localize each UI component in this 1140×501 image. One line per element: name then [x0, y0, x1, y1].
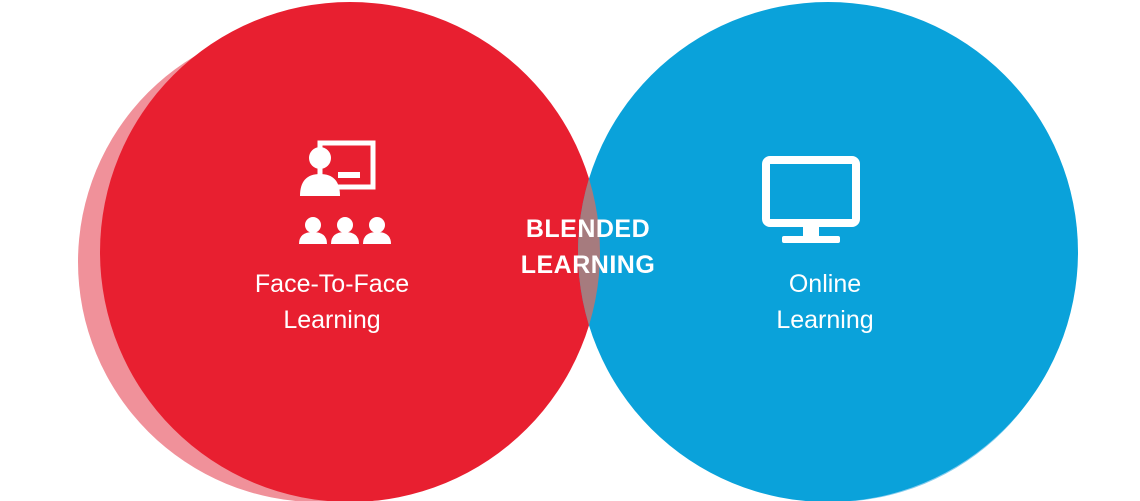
monitor-icon — [762, 156, 860, 243]
face-to-face-line-2: Learning — [283, 306, 381, 334]
classroom-presentation-icon — [299, 140, 391, 244]
right-circle — [578, 2, 1078, 501]
online-line-2: Learning — [776, 306, 874, 334]
face-to-face-line-1: Face-To-Face — [254, 270, 410, 298]
blended-line-2: LEARNING — [520, 251, 656, 279]
blended-learning-label: BLENDED LEARNING — [488, 211, 688, 283]
left-circle — [100, 2, 600, 501]
blended-line-1: BLENDED — [525, 215, 651, 243]
online-learning-label: Online Learning — [720, 266, 930, 338]
online-line-1: Online — [788, 270, 862, 298]
face-to-face-label: Face-To-Face Learning — [232, 266, 432, 338]
